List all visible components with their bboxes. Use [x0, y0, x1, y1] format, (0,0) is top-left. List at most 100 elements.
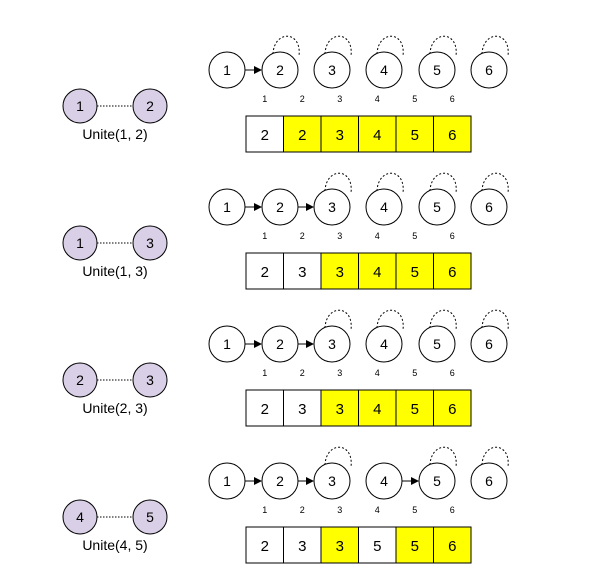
array-index: 4	[375, 231, 380, 241]
array-index: 4	[375, 94, 380, 104]
forest-node-label: 4	[380, 336, 388, 352]
self-loop-arrow	[425, 309, 457, 336]
forest-node	[313, 188, 351, 226]
union-node	[132, 362, 168, 398]
forest-node	[470, 462, 508, 500]
forest-node	[365, 188, 403, 226]
array-cell-value: 3	[336, 127, 344, 144]
array-cell	[245, 115, 284, 153]
union-node-label: 2	[146, 98, 154, 114]
array-cell-value: 2	[261, 401, 269, 418]
forest-node-label: 1	[223, 473, 231, 489]
operation-label: Unite(1, 3)	[82, 263, 147, 279]
array-index: 1	[262, 94, 267, 104]
forest-node	[365, 325, 403, 363]
array-index: 3	[337, 94, 342, 104]
union-node-label: 1	[76, 98, 84, 114]
self-loop-arrow	[477, 172, 509, 199]
union-node-label: 2	[76, 372, 84, 388]
array-cell-value: 2	[298, 127, 306, 144]
array-index: 6	[450, 368, 455, 378]
array-index: 1	[262, 231, 267, 241]
union-node	[132, 88, 168, 124]
union-node-label: 3	[146, 372, 154, 388]
array-cell	[320, 115, 359, 153]
array-cell-value: 3	[298, 264, 306, 281]
forest-node-label: 5	[433, 199, 441, 215]
array-cell	[358, 526, 397, 564]
self-loop-arrow	[425, 172, 457, 199]
array-cell	[433, 115, 472, 153]
forest-node	[313, 325, 351, 363]
array-index: 2	[300, 94, 305, 104]
forest-node-label: 3	[328, 473, 336, 489]
self-loop-arrow	[477, 309, 509, 336]
array-cell	[433, 526, 472, 564]
array-cell-value: 5	[411, 401, 419, 418]
array-index: 1	[262, 505, 267, 515]
forest-node-label: 5	[433, 336, 441, 352]
union-node-label: 3	[146, 235, 154, 251]
array-index: 5	[412, 368, 417, 378]
array-cell-value: 5	[411, 538, 419, 555]
forest-node	[365, 51, 403, 89]
self-loop-arrow	[320, 446, 352, 473]
forest-node-label: 1	[223, 199, 231, 215]
forest-node	[418, 462, 456, 500]
forest-node	[261, 325, 299, 363]
union-node	[62, 88, 98, 124]
forest-node	[313, 462, 351, 500]
array-cell-value: 2	[261, 538, 269, 555]
self-loop-arrow	[320, 309, 352, 336]
forest-node	[470, 188, 508, 226]
self-loop-arrow	[425, 446, 457, 473]
forest-node-label: 3	[328, 199, 336, 215]
forest-node	[470, 51, 508, 89]
array-cell-value: 6	[448, 401, 456, 418]
array-cell-value: 3	[336, 401, 344, 418]
forest-node-label: 6	[485, 199, 493, 215]
forest-node-label: 1	[223, 336, 231, 352]
array-cell-value: 5	[411, 264, 419, 281]
array-index: 6	[450, 94, 455, 104]
array-cell	[433, 252, 472, 290]
forest-node-label: 3	[328, 62, 336, 78]
forest-node-label: 5	[433, 62, 441, 78]
array-cell	[283, 526, 322, 564]
array-index: 5	[412, 94, 417, 104]
forest-node	[208, 51, 246, 89]
array-cell	[283, 389, 322, 427]
union-node-label: 4	[76, 509, 84, 525]
forest-node-label: 6	[485, 62, 493, 78]
union-node	[62, 362, 98, 398]
union-node	[62, 225, 98, 261]
array-cell-value: 6	[448, 264, 456, 281]
operation-label: Unite(2, 3)	[82, 400, 147, 416]
array-index: 2	[300, 505, 305, 515]
array-cell	[320, 252, 359, 290]
forest-node	[261, 188, 299, 226]
union-node	[132, 225, 168, 261]
self-loop-arrow	[477, 446, 509, 473]
array-index: 2	[300, 231, 305, 241]
array-cell	[245, 252, 284, 290]
self-loop-arrow	[372, 309, 404, 336]
array-cell-value: 5	[373, 538, 381, 555]
array-cell-value: 4	[373, 127, 381, 144]
array-index: 3	[337, 505, 342, 515]
array-index: 4	[375, 505, 380, 515]
array-cell	[283, 252, 322, 290]
array-index: 5	[412, 505, 417, 515]
operation-label: Unite(1, 2)	[82, 126, 147, 142]
array-index: 3	[337, 368, 342, 378]
array-cell	[433, 389, 472, 427]
forest-node	[418, 51, 456, 89]
forest-node-label: 2	[276, 199, 284, 215]
forest-node-label: 5	[433, 473, 441, 489]
operation-label: Unite(4, 5)	[82, 537, 147, 553]
array-cell-value: 2	[261, 127, 269, 144]
forest-node	[470, 325, 508, 363]
array-index: 3	[337, 231, 342, 241]
